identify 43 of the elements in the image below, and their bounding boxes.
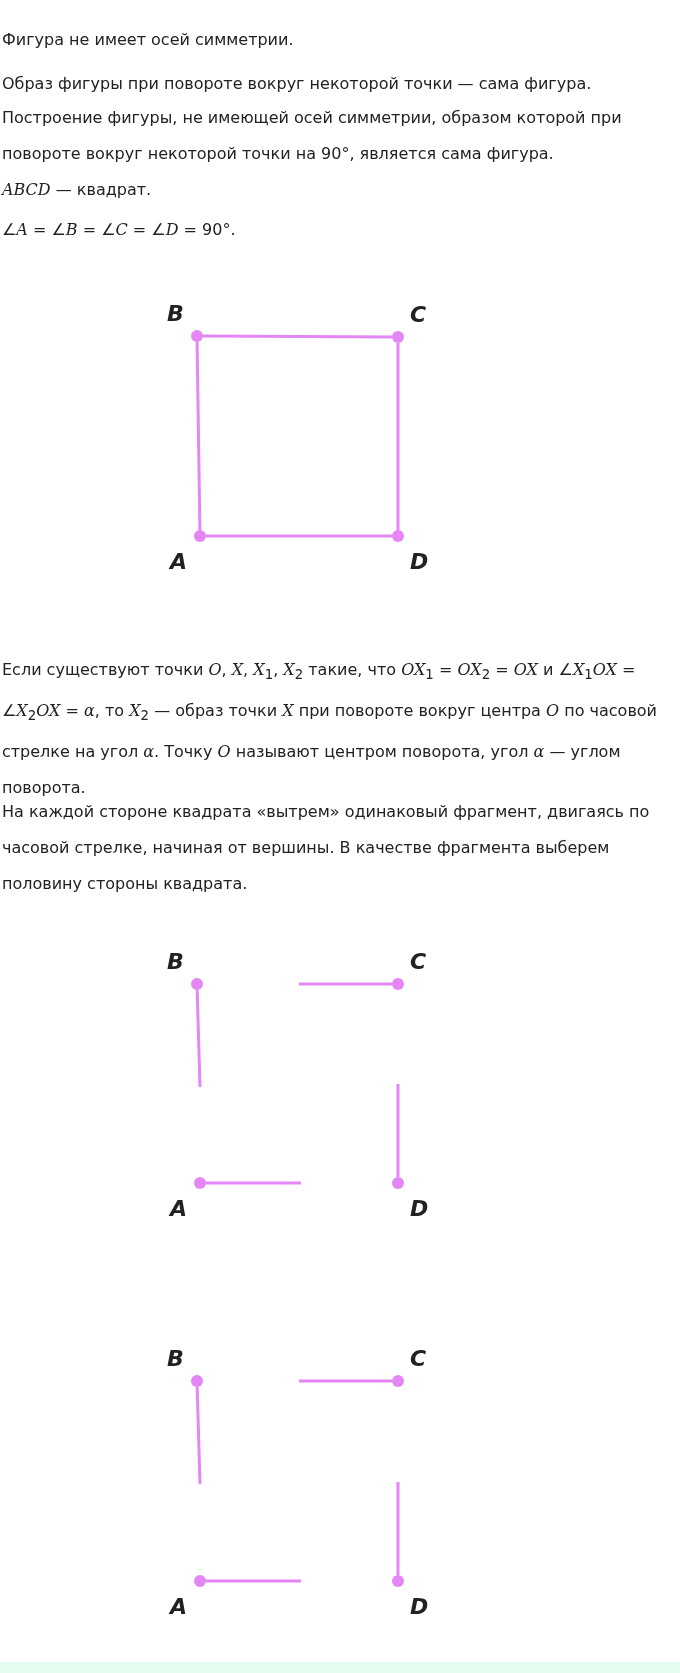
vertex-label: A [170, 550, 188, 574]
vertex-label: D [410, 1197, 429, 1221]
line-segment [206, 534, 392, 538]
vertex-point [392, 1177, 404, 1189]
vertex-label: B [167, 1347, 184, 1371]
vertex-label: C [410, 1347, 427, 1371]
text-paragraph: Построение фигуры, не имеющей осей симметрии, образом которой при повороте вокруг некоторой точки на 90°, является сама фигура. [2, 107, 623, 165]
line-segment [195, 989, 202, 1088]
line-segment [195, 1386, 202, 1485]
vertex-label: A [170, 1197, 188, 1221]
vertex-point [392, 1575, 404, 1587]
vertex-point [392, 530, 404, 542]
vertex-point [392, 978, 404, 990]
line-segment [396, 1084, 400, 1177]
vertex-point [194, 1177, 206, 1189]
text-paragraph: Образ фигуры при повороте вокруг некоторой точки — сама фигура. [2, 73, 593, 95]
vertex-point [392, 1375, 404, 1387]
text-paragraph: ABCD — квадрат. [2, 179, 153, 201]
line-segment [299, 982, 392, 986]
text-paragraph: Если существуют точки O, X, X$_{1}$, X$_{2}$ такие, что OX$_{1}$ = OX$_{2}$ = OX и ∠X$_{1}$OX = ∠X$_{2}$OX = α, то X$_{2}$ — образ точки X при повороте вокруг центра O по часовой стрелке на угол α. Точку O называют центром поворота, угол α — углом поворота. [2, 659, 658, 800]
vertex-label: B [167, 302, 184, 326]
vertex-point [191, 1375, 203, 1387]
vertex-label: A [170, 1595, 188, 1619]
vertex-label: C [410, 303, 427, 327]
text-paragraph: ∠A = ∠B = ∠C = ∠D = 90°. [2, 219, 237, 241]
line-segment [299, 1379, 392, 1383]
vertex-label: B [167, 950, 184, 974]
vertex-point [194, 1575, 206, 1587]
text-paragraph: Фигура не имеет осей симметрии. [2, 29, 295, 51]
vertex-label: C [410, 950, 427, 974]
text-paragraph: На каждой стороне квадрата «вытрем» одинаковый фрагмент, двигаясь по часовой стрелке, начиная от вершины. В качестве фрагмента выберем половину стороны квадрата. [2, 801, 651, 895]
line-segment [206, 1579, 301, 1583]
line-segment [396, 1482, 400, 1575]
vertex-point [392, 331, 404, 343]
line-segment [203, 334, 392, 339]
vertex-point [191, 978, 203, 990]
line-segment [396, 343, 400, 530]
vertex-point [194, 530, 206, 542]
line-segment [206, 1181, 301, 1185]
vertex-point [191, 330, 203, 342]
vertex-label: D [410, 550, 429, 574]
vertex-label: D [410, 1595, 429, 1619]
line-segment [195, 341, 202, 531]
